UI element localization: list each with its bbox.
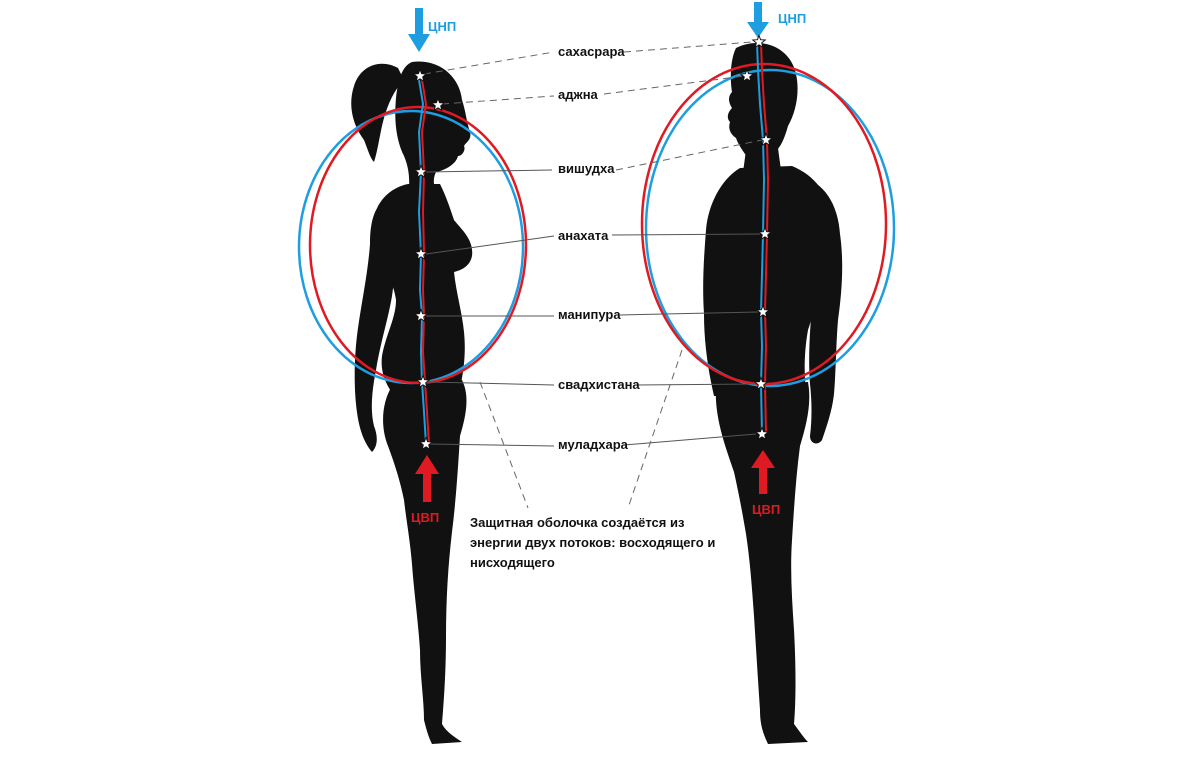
male-ascending-flow-label: ЦВП — [752, 502, 780, 517]
note-leader-line — [627, 349, 683, 509]
chakra-label-vishuddha: вишудха — [558, 161, 615, 176]
leader-line — [441, 95, 555, 105]
female-aura — [297, 105, 528, 385]
leader-line — [619, 311, 759, 316]
star-icon — [753, 376, 769, 391]
leader-line — [427, 381, 555, 386]
arrow-down-icon — [747, 2, 769, 38]
female-ascending-flow-marker: ЦВП — [411, 455, 439, 525]
female-silhouette — [351, 61, 473, 744]
star-icon — [754, 426, 770, 441]
female-head — [395, 61, 471, 196]
chakra-label-manipura: манипура — [558, 307, 621, 322]
leader-line — [423, 51, 555, 75]
chakra-label-svadhisthana: свадхистана — [558, 377, 640, 392]
chakra-label-muladhara: муладхара — [558, 437, 629, 452]
female-ponytail — [351, 63, 404, 163]
note-line: Защитная оболочка создаётся из — [470, 515, 685, 530]
leader-line — [611, 233, 761, 236]
star-icon — [755, 304, 771, 319]
male-legs — [715, 382, 810, 744]
leader-line — [425, 169, 553, 173]
chakra-label-sahasrara: сахасрара — [558, 44, 625, 59]
male-descending-flow-marker: ЦНП — [747, 2, 806, 38]
arrow-down-icon — [408, 8, 430, 52]
note-line: энергии двух потоков: восходящего и — [470, 535, 715, 550]
star-icon — [413, 246, 429, 261]
female-flows — [417, 73, 430, 445]
chakra-label-anahata: анахата — [558, 228, 609, 243]
star-icon — [751, 34, 767, 49]
leader-line — [603, 75, 745, 95]
male-aura-descending — [644, 68, 896, 388]
chakra-labels: сахасрара аджна вишудха анахата манипура… — [558, 44, 640, 452]
female-descending-flow-label: ЦНП — [428, 19, 456, 34]
star-icon — [412, 68, 428, 83]
leader-line — [623, 41, 753, 53]
star-icon — [413, 308, 429, 323]
female-chakra-points — [412, 68, 446, 451]
female-descending-flow-marker: ЦНП — [408, 8, 456, 52]
star-icon — [758, 132, 774, 147]
female-ascending-flow-label: ЦВП — [411, 510, 439, 525]
leader-line — [615, 139, 763, 171]
chakra-label-ajna: аджна — [558, 87, 599, 102]
note-line: нисходящего — [470, 555, 555, 570]
arrow-up-icon — [415, 455, 439, 502]
star-icon — [739, 68, 755, 83]
leader-line — [635, 383, 757, 386]
leader-lines — [423, 41, 763, 509]
female-flow-ascending — [420, 73, 430, 445]
male-ascending-flow-marker: ЦВП — [751, 450, 780, 517]
leader-line — [623, 433, 757, 446]
arrow-up-icon — [751, 450, 775, 494]
star-icon — [415, 374, 431, 389]
leader-line — [429, 443, 555, 447]
male-descending-flow-label: ЦНП — [778, 11, 806, 26]
star-icon — [430, 97, 446, 112]
female-flow-descending — [417, 73, 427, 445]
leader-line — [425, 235, 555, 255]
star-icon — [757, 226, 773, 241]
star-icon — [413, 164, 429, 179]
note-leader-line — [479, 381, 529, 509]
female-aura-ascending — [308, 105, 528, 385]
male-chakra-points — [739, 34, 774, 441]
female-legs — [383, 380, 467, 744]
shield-note: Защитная оболочка создаётся из энергии д… — [470, 515, 715, 570]
female-arm — [354, 196, 398, 452]
star-icon — [418, 436, 434, 451]
